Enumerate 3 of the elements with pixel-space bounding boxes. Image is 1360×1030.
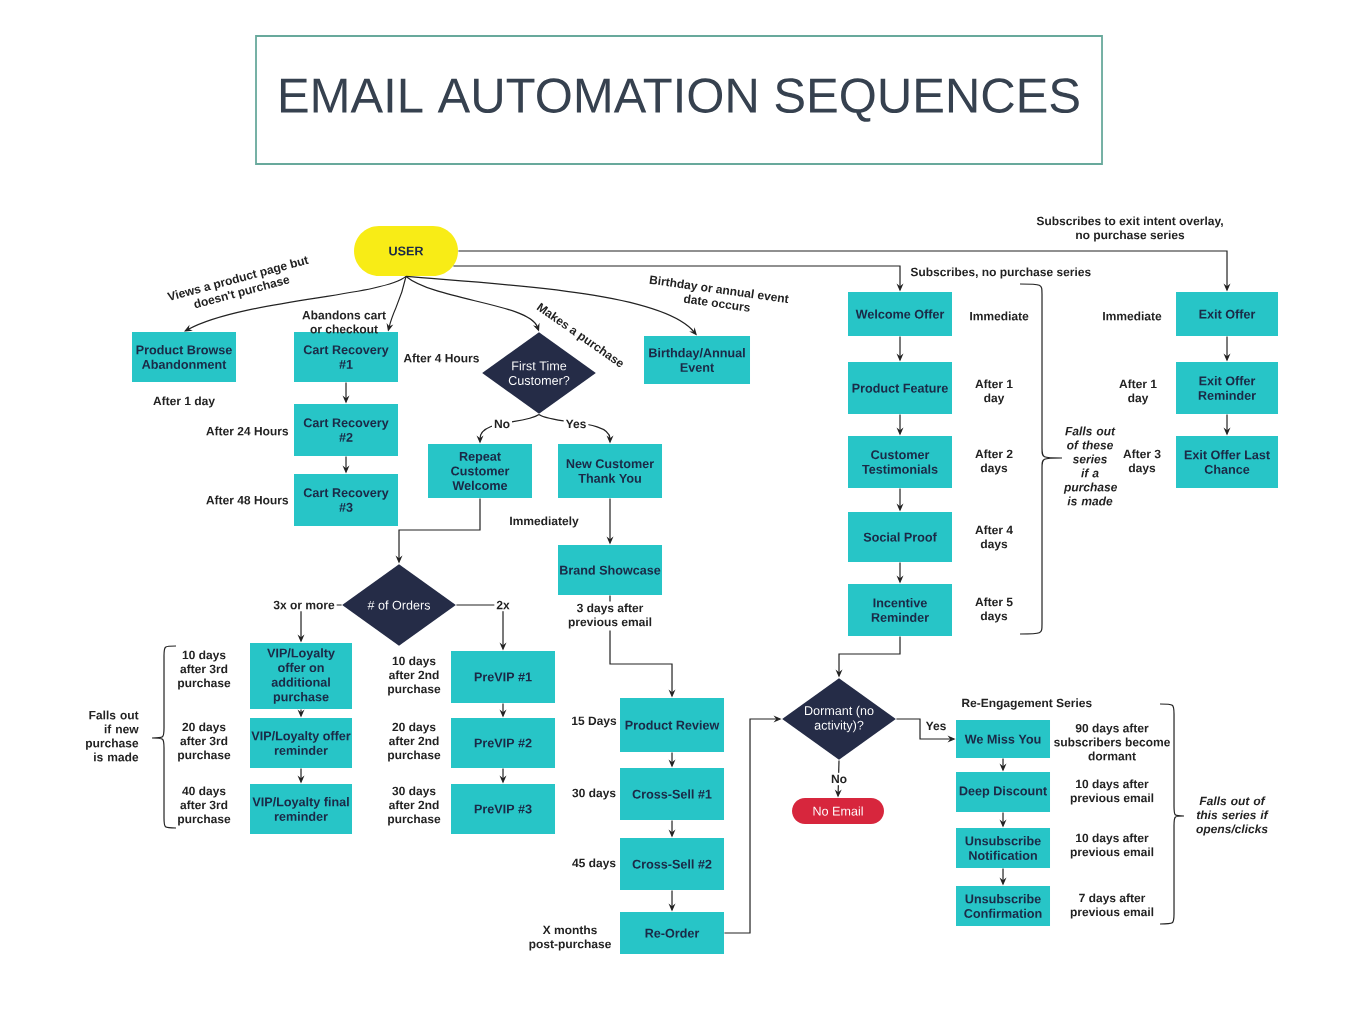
title-box: EMAIL AUTOMATION SEQUENCES [255,35,1103,165]
arrow [184,275,407,332]
arrow [405,275,697,336]
